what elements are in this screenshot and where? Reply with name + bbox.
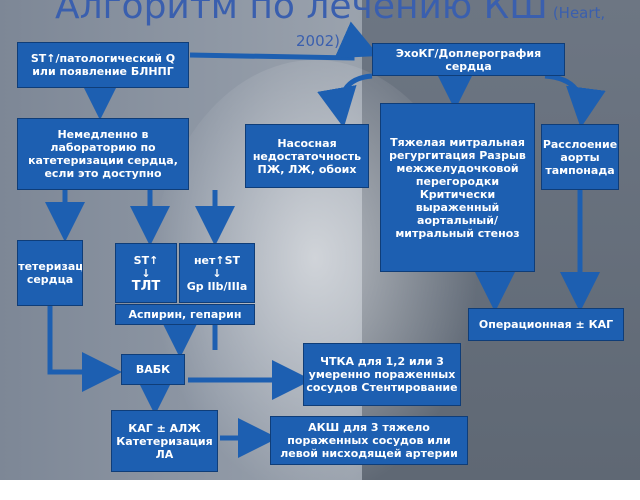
box-st-q-elevation: ST↑/патологический Q или появление БЛНПГ (17, 42, 189, 88)
box-echo-doppler: ЭхоКГ/Доплерография сердца (372, 43, 565, 76)
box-ptca-stenting: ЧТКА для 1,2 или 3 умеренно пораженных с… (303, 343, 461, 406)
page-title: Алгоритм по лечению КШ (Heart, (55, 0, 605, 27)
box-mitral-regurgitation: Тяжелая митральная регургитация Разрыв м… (380, 103, 535, 272)
box-vabk: ВАБК (121, 354, 185, 385)
arrow-stq-to-echo (189, 21, 380, 61)
title-source: (Heart, (552, 4, 606, 22)
box-st-elevation-tlt: ST↑ ↓ ТЛТ (115, 243, 177, 303)
box-surgery-kag: Операционная ± КАГ (468, 308, 624, 341)
box-aortic-dissection: Расслоение аорты тампонада (541, 124, 619, 190)
box-pump-failure: Насосная недостаточность ПЖ, ЛЖ, обоих (245, 124, 369, 188)
flow-arrows (45, 21, 606, 458)
arrow-echo-to-pump (317, 73, 373, 128)
box-cabg: АКШ для 3 тяжело пораженных сосудов или … (270, 416, 468, 465)
title-main: Алгоритм по лечению КШ (55, 0, 548, 27)
box-kag-cath-la: КАГ ± АЛЖ Катетеризация ЛА (111, 410, 218, 472)
arrow-cath-to-vabk (47, 300, 122, 392)
box-catheterization: Катетеризация сердца (17, 240, 83, 306)
title-source-year: 2002) (296, 32, 341, 50)
arrow-echo-to-aorta (544, 73, 606, 128)
box-aspirin-heparin: Аспирин, гепарин (115, 304, 255, 325)
box-lab-immediate: Немедленно в лабораторию по катетеризаци… (17, 118, 189, 190)
box-no-st-gp: нет↑ST ↓ Gp IIb/IIIa (179, 243, 255, 303)
